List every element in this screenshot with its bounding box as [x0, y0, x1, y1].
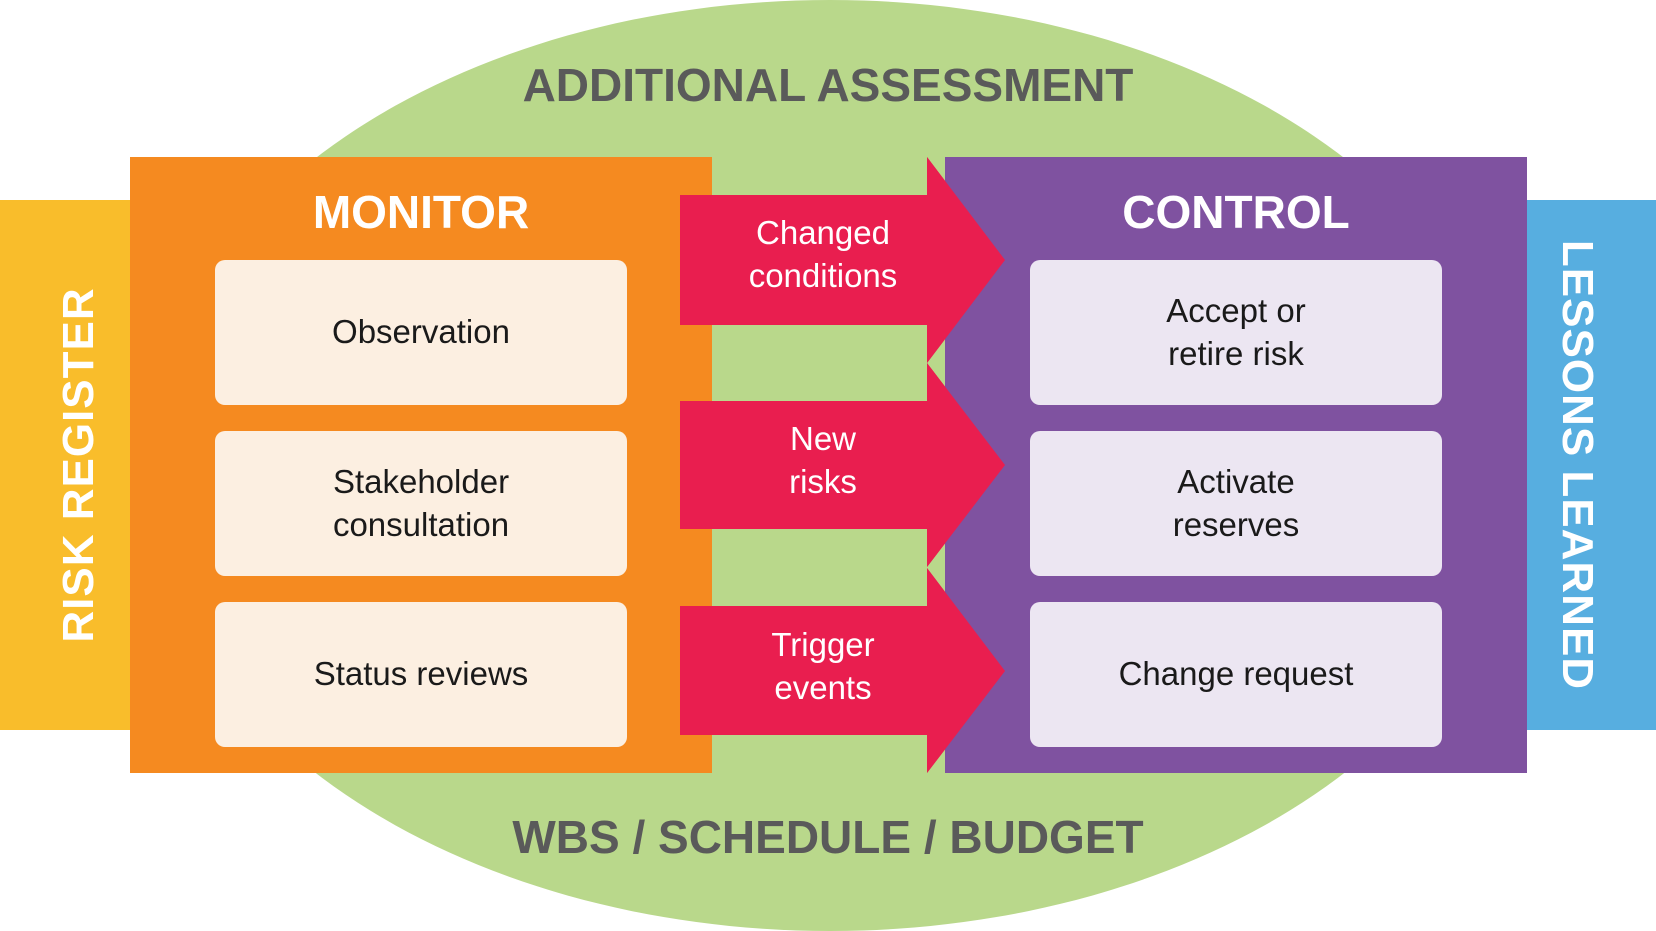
arrow-tip-new-risks: [927, 363, 1005, 567]
control-item-activate-reserves: Activate reserves: [1030, 431, 1442, 576]
arrow-tip-trigger-events: [927, 568, 1005, 773]
arrow-trigger-events: [680, 568, 1005, 773]
control-panel: CONTROL Accept or retire risk Activate r…: [945, 157, 1527, 773]
arrow-label-new-risks: New risks: [789, 420, 857, 500]
control-title: CONTROL: [1122, 186, 1350, 238]
monitor-panel: MONITOR Observation Stakeholder consulta…: [130, 157, 712, 773]
arrow-label-changed-conditions: Changed conditions: [748, 214, 898, 294]
arrow-label-trigger-events: Trigger events: [771, 626, 875, 706]
arrow-tip-changed-conditions: [927, 157, 1005, 363]
monitor-title: MONITOR: [312, 186, 530, 238]
arrow-changed-conditions: [680, 157, 1005, 363]
control-item-change-request: Change request: [1030, 602, 1442, 747]
monitor-item-stakeholder-consultation: Stakeholder consultation: [215, 431, 627, 576]
arrow-tips-layer: [927, 157, 1005, 773]
monitor-item-status-reviews: Status reviews: [215, 602, 627, 747]
arrows-layer: [680, 157, 1005, 773]
additional-assessment-label: ADDITIONAL ASSESSMENT: [522, 59, 1134, 111]
wbs-schedule-budget-label: WBS / SCHEDULE / BUDGET: [512, 811, 1144, 863]
control-item-accept-or-retire-risk: Accept or retire risk: [1030, 260, 1442, 405]
monitor-item-observation: Observation: [215, 260, 627, 405]
arrow-new-risks: [680, 363, 1005, 567]
